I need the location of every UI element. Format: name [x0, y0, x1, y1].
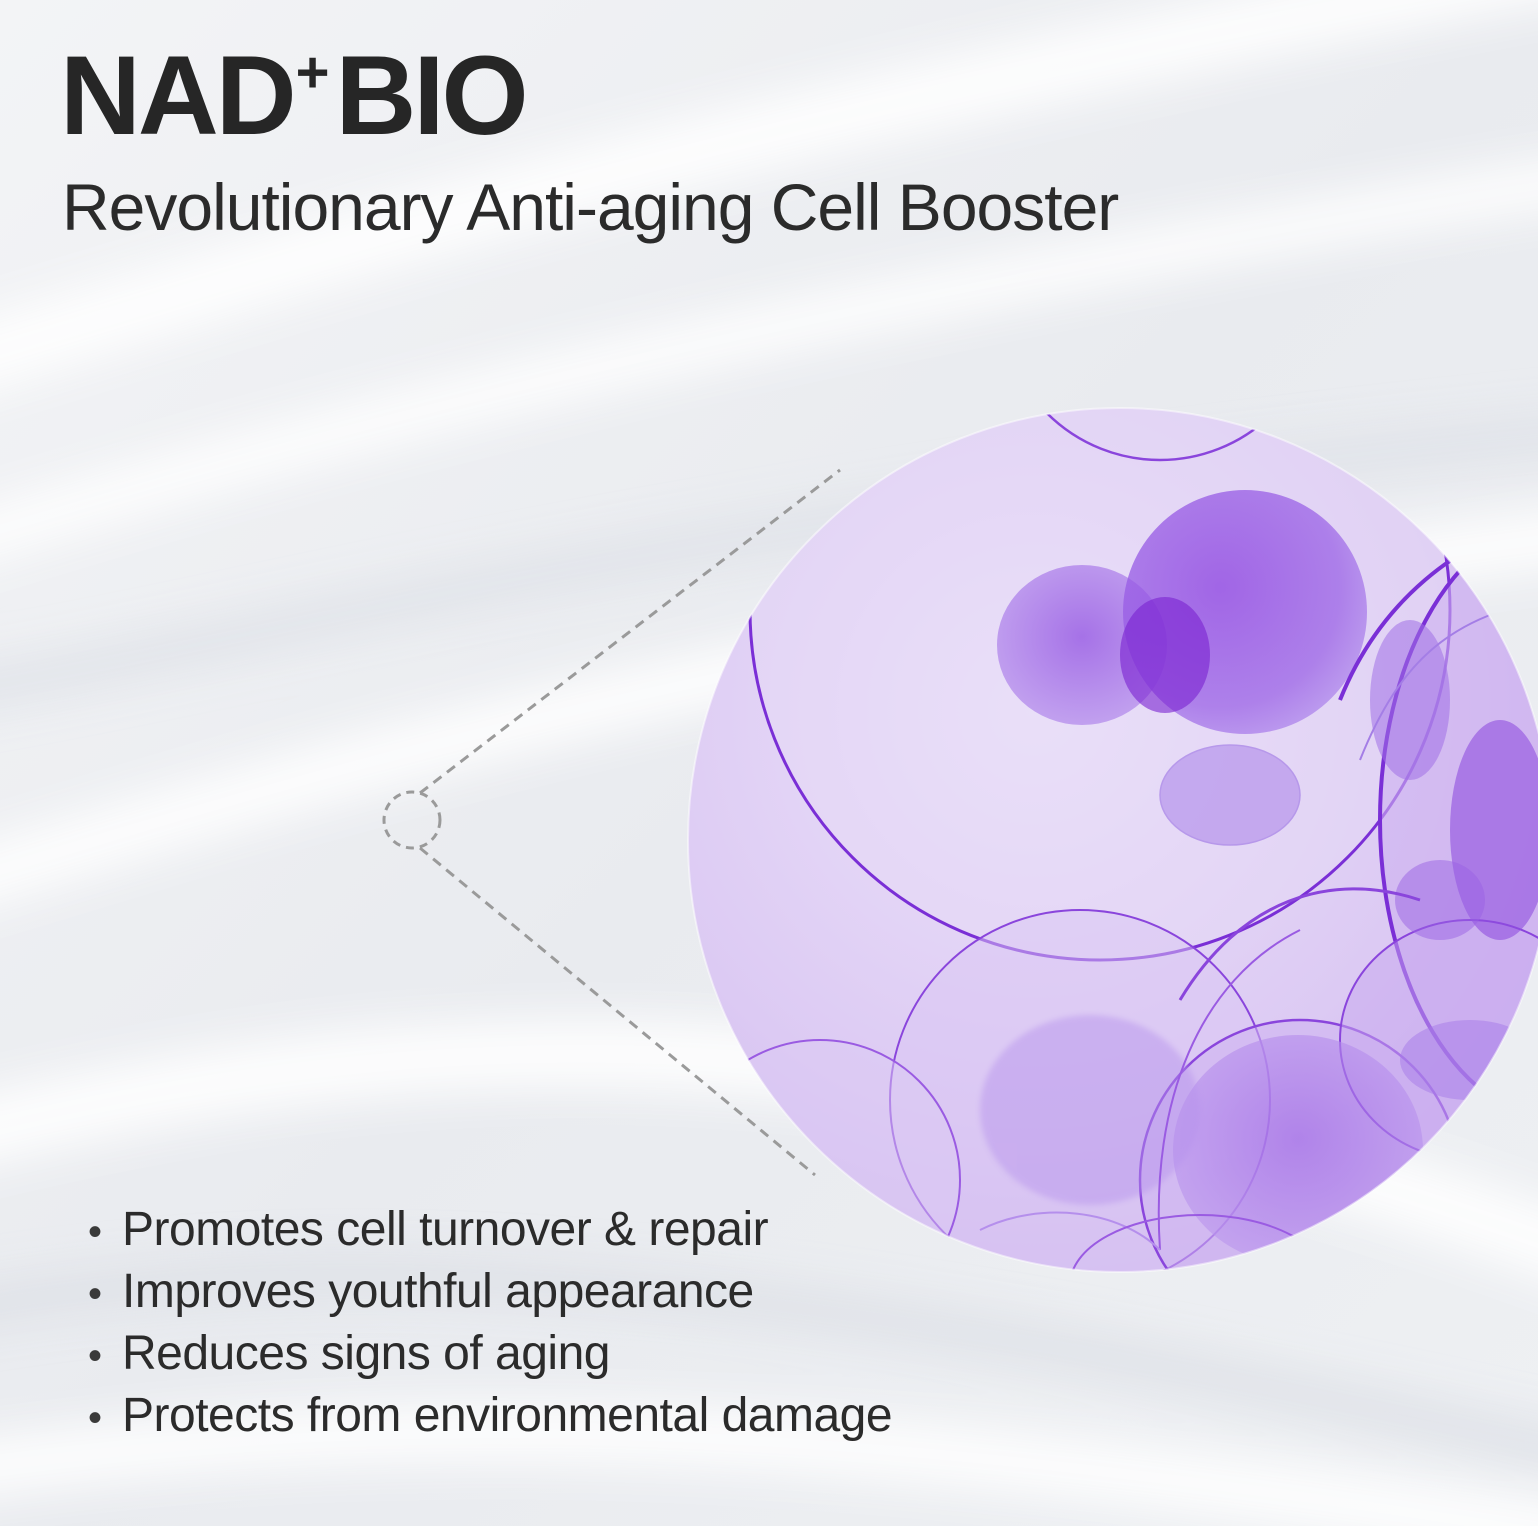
product-subtitle: Revolutionary Anti-aging Cell Booster — [62, 170, 1119, 244]
bullet-icon: • — [88, 1272, 102, 1316]
benefit-text: Improves youthful appearance — [122, 1265, 754, 1318]
bullet-icon: • — [88, 1210, 102, 1254]
benefit-item: • Protects from environmental damage — [88, 1386, 893, 1448]
benefits-list: • Promotes cell turnover & repair • Improv… — [88, 1200, 893, 1448]
benefit-text: Promotes cell turnover & repair — [122, 1203, 769, 1256]
title-superscript: + — [295, 40, 330, 105]
title-suffix: BIO — [335, 33, 529, 158]
benefit-item: • Reduces signs of aging — [88, 1324, 892, 1386]
benefit-item: • Promotes cell turnover & repair — [88, 1200, 892, 1262]
title-main: NAD — [60, 33, 297, 158]
benefit-text: Protects from environmental damage — [122, 1389, 893, 1442]
benefit-item: • Improves youthful appearance — [88, 1262, 892, 1324]
benefit-text: Reduces signs of aging — [122, 1327, 610, 1380]
product-title: NAD+BIO — [60, 40, 529, 152]
bullet-icon: • — [88, 1334, 102, 1378]
zoom-callout-icon — [382, 468, 841, 1177]
bullet-icon: • — [88, 1396, 102, 1440]
